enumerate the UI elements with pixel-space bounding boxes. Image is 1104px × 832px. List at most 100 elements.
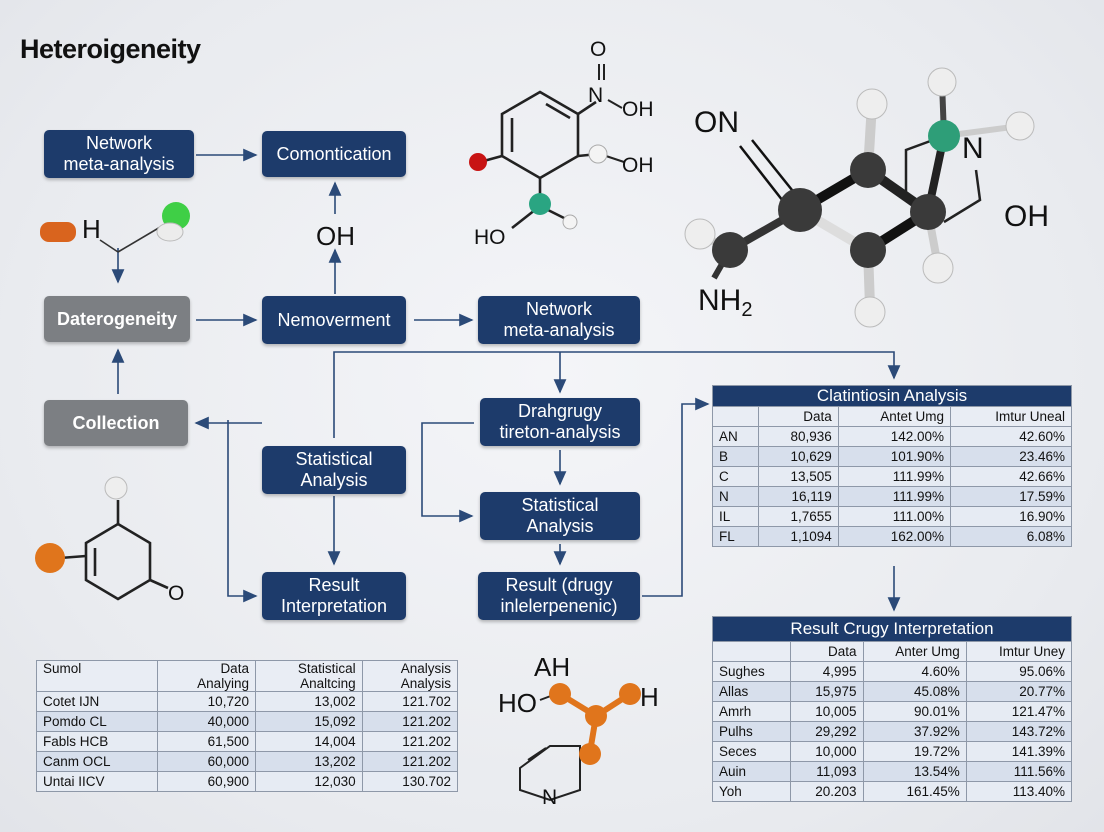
- box-nemoverment[interactable]: Nemoverment: [262, 296, 406, 344]
- table-cell: 80,936: [758, 426, 839, 447]
- chem-label-oh-2: OH: [622, 154, 654, 177]
- table-cell: 19.72%: [862, 741, 967, 762]
- table-cell: 95.06%: [965, 661, 1073, 682]
- box-line: meta-analysis: [63, 154, 175, 174]
- table-cell: N: [711, 486, 760, 507]
- table-cell: 20.203: [790, 781, 864, 802]
- chem-label-o-ring: O: [168, 582, 185, 605]
- table-cell: 15,092: [254, 711, 363, 732]
- table-cell: 111.99%: [837, 466, 951, 487]
- table-cell: 40,000: [157, 711, 256, 732]
- chem-label-n-ring: N: [542, 786, 558, 809]
- table-cell: 101.90%: [837, 446, 951, 467]
- table-cell: AN: [711, 426, 760, 447]
- molecule-ring-icon: [35, 476, 169, 601]
- box-comontication[interactable]: Comontication: [262, 131, 406, 177]
- chem-label-oh-big: OH: [1004, 200, 1049, 233]
- box-line: inlelerpenenic): [500, 596, 618, 616]
- table-cell: 13,505: [758, 466, 839, 487]
- table-cell: 13,002: [254, 691, 363, 712]
- table-cell: 20.77%: [965, 681, 1073, 702]
- table-cell: 4,995: [790, 661, 864, 682]
- table-cell: 10,629: [758, 446, 839, 467]
- table-cell: 42.66%: [949, 466, 1073, 487]
- box-line: Result (drugy: [505, 575, 613, 595]
- molecule-topleft-icon: [40, 202, 190, 253]
- page-title: Heteroigeneity: [20, 34, 201, 64]
- chem-label-n-nitro: N: [588, 84, 604, 107]
- table-cell: 13,202: [254, 751, 363, 772]
- table-header-row: Data Antet Umg Imtur Uneal: [711, 406, 1073, 427]
- table-cell: Pomdo CL: [35, 711, 159, 732]
- chem-label-on: ON: [694, 106, 739, 139]
- table-cell: C: [711, 466, 760, 487]
- chem-label-oh-mid: OH: [316, 221, 355, 251]
- box-line: Statistical: [521, 495, 599, 515]
- table-cell: 13.54%: [862, 761, 967, 782]
- table-cell: 111.56%: [965, 761, 1073, 782]
- table-cell: 130.702: [361, 771, 459, 792]
- chem-label-n-big: N: [962, 132, 984, 165]
- box-line: Drahgrugy: [517, 401, 603, 421]
- table-cell: Cotet IJN: [35, 691, 159, 712]
- table-cell: 4.60%: [862, 661, 967, 682]
- chem-label-ho-2: HO: [498, 688, 537, 718]
- box-line: Interpretation: [280, 596, 388, 616]
- table-cell: B: [711, 446, 760, 467]
- table-header: [711, 641, 792, 662]
- table-cell: 111.00%: [837, 506, 951, 527]
- table-cell: 29,292: [790, 721, 864, 742]
- table-header: Antet Umg: [837, 406, 951, 427]
- table-cell: Fabls HCB: [35, 731, 159, 752]
- table-header: Sumol: [35, 660, 159, 692]
- table-cell: 17.59%: [949, 486, 1073, 507]
- table-cell: Yoh: [711, 781, 792, 802]
- table-cell: Auin: [711, 761, 792, 782]
- table-cell: 121.202: [361, 711, 459, 732]
- table-cell: 121.47%: [965, 701, 1073, 722]
- table-cell: FL: [711, 526, 760, 547]
- box-daterogeneity[interactable]: Daterogeneity: [44, 296, 190, 342]
- table-cell: 42.60%: [949, 426, 1073, 447]
- chem-label-ah: AH: [534, 652, 571, 682]
- box-collection[interactable]: Collection: [44, 400, 188, 446]
- table-cell: Seces: [711, 741, 792, 762]
- table-cell: 11,093: [790, 761, 864, 782]
- table-cell: 10,005: [790, 701, 864, 722]
- table-cell: 15,975: [790, 681, 864, 702]
- table-cell: Amrh: [711, 701, 792, 722]
- molecule-3d-icon: [684, 67, 1035, 328]
- table-cell: 162.00%: [837, 526, 951, 547]
- chem-label-h: H: [82, 214, 101, 244]
- table-cell: 12,030: [254, 771, 363, 792]
- table-cell: 10,720: [157, 691, 256, 712]
- table-cell: 60,000: [157, 751, 256, 772]
- box-line: Network: [85, 133, 152, 153]
- box-line: tireton-analysis: [499, 422, 621, 442]
- table-cell: 60,900: [157, 771, 256, 792]
- table-header: Imtur Uneal: [949, 406, 1073, 427]
- table-cell: Untai IICV: [35, 771, 159, 792]
- box-line: Result: [308, 575, 360, 595]
- box-line: Analysis: [526, 516, 594, 536]
- chem-label-ho-1: HO: [474, 226, 506, 249]
- table-cell: Canm OCL: [35, 751, 159, 772]
- table-header: Imtur Uney: [965, 641, 1073, 662]
